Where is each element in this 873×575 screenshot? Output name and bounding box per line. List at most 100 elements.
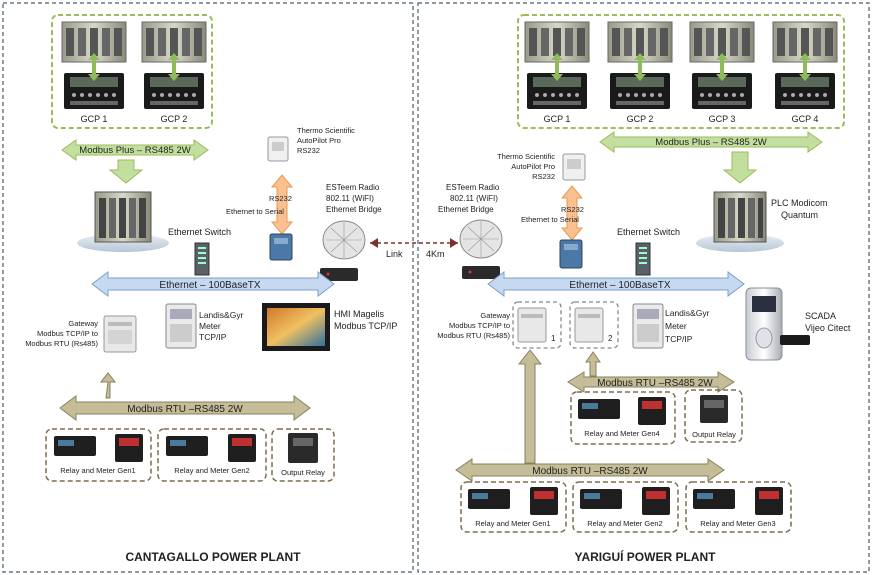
ethernet-bus-left: Ethernet – 100BaseTX bbox=[91, 271, 335, 297]
gateway-1-box-right bbox=[512, 301, 562, 349]
landis-label-right-1: Landis&Gyr bbox=[665, 308, 710, 318]
gcp-label-right-2: GCP 2 bbox=[627, 114, 654, 124]
eth-serial-label-right: Ethernet to Serial bbox=[521, 215, 579, 224]
relay-gen4-label-right: Relay and Meter Gen4 bbox=[584, 429, 659, 438]
thermo-label-right-2: AutoPilot Pro bbox=[511, 162, 555, 171]
radio-label-right-3: Ethernet Bridge bbox=[438, 205, 494, 214]
modbus-rtu-label-left: Modbus RTU –RS485 2W bbox=[127, 404, 243, 415]
output-relay-label-right: Output Relay bbox=[692, 430, 736, 439]
output-relay-label-left: Output Relay bbox=[281, 468, 325, 477]
landis-label-right-3: TCP/IP bbox=[665, 334, 693, 344]
radio-label-left-3: Ethernet Bridge bbox=[326, 205, 382, 214]
relay-gen1-label-right: Relay and Meter Gen1 bbox=[475, 519, 550, 528]
plc-rack-right bbox=[696, 191, 784, 252]
modbus-plus-label-left: Modbus Plus – RS485 2W bbox=[79, 145, 190, 156]
gcp-1-link-arrow bbox=[88, 53, 100, 81]
relay-gen2-box-right bbox=[572, 481, 679, 533]
gcp-3-device-right bbox=[689, 21, 755, 109]
gateway-label-left-1: Gateway bbox=[68, 319, 98, 328]
ethernet-label-right: Ethernet – 100BaseTX bbox=[569, 280, 671, 291]
ethernet-label-left: Ethernet – 100BaseTX bbox=[159, 280, 261, 291]
gateway-label-right-2: Modbus TCP/IP to bbox=[449, 321, 510, 330]
output-relay-box-left bbox=[271, 428, 335, 482]
ethernet-switch-left bbox=[194, 242, 210, 276]
radio-label-right-2: 802.11 (WiFI) bbox=[450, 194, 498, 203]
plc-rack-left bbox=[77, 191, 169, 252]
gateway-label-left-2: Modbus TCP/IP to bbox=[37, 329, 98, 338]
scada-workstation bbox=[745, 287, 810, 361]
gcp-2-link-arrow bbox=[168, 53, 180, 81]
thermo-autopilot-right bbox=[562, 153, 586, 181]
eth-serial-label-left: Ethernet to Serial bbox=[226, 207, 284, 216]
radio-label-left-1: ESTeem Radio bbox=[326, 183, 380, 192]
hmi-label-left-2: Modbus TCP/IP bbox=[334, 321, 397, 331]
thermo-label-right-3: RS232 bbox=[532, 172, 555, 181]
modbus-rtu-bus-right-lower: Modbus RTU –RS485 2W bbox=[455, 349, 725, 482]
landis-meter-left bbox=[165, 303, 197, 349]
relay-gen3-label-right: Relay and Meter Gen3 bbox=[700, 519, 775, 528]
plc-label-right-2: Quantum bbox=[781, 210, 818, 220]
thermo-autopilot-left bbox=[267, 136, 289, 162]
thermo-label-right-1: Thermo Scientific bbox=[497, 152, 555, 161]
gcp-label-right-3: GCP 3 bbox=[709, 114, 736, 124]
modbus-rtu-bus-left: Modbus RTU –RS485 2W bbox=[59, 372, 311, 421]
cantagallo-frame bbox=[2, 2, 414, 573]
modbus-plus-label-right: Modbus Plus – RS485 2W bbox=[655, 137, 766, 148]
distance-label: 4Km bbox=[426, 249, 445, 259]
gcp-1-device-right bbox=[524, 21, 590, 109]
gcp-2-device-right bbox=[607, 21, 673, 109]
modbus-rtu-bus-right-upper: Modbus RTU –RS485 2W bbox=[567, 351, 735, 393]
relay-gen1-label-left: Relay and Meter Gen1 bbox=[60, 466, 135, 475]
landis-label-left-3: TCP/IP bbox=[199, 332, 227, 342]
thermo-label-left-3: RS232 bbox=[297, 146, 320, 155]
ethernet-bus-right: Ethernet – 100BaseTX bbox=[487, 271, 745, 297]
gateway-label-right-3: Modbus RTU (Rs485) bbox=[437, 331, 510, 340]
relay-gen2-label-right: Relay and Meter Gen2 bbox=[587, 519, 662, 528]
hmi-label-left-1: HMI Magelis bbox=[334, 309, 385, 319]
relay-gen2-box-left bbox=[157, 428, 267, 482]
modbus-rtu-lower-label: Modbus RTU –RS485 2W bbox=[532, 466, 648, 477]
landis-label-right-2: Meter bbox=[665, 321, 687, 331]
gateway-num-2: 2 bbox=[608, 334, 613, 343]
rs232-label-right: RS232 bbox=[561, 205, 584, 214]
relay-gen1-box-left bbox=[45, 428, 152, 482]
thermo-label-left-1: Thermo Scientific bbox=[297, 126, 355, 135]
rs232-arrow-left bbox=[270, 174, 294, 235]
wireless-link bbox=[370, 238, 458, 248]
gcp-label-left-1: GCP 1 bbox=[81, 114, 108, 124]
gcp-label-right-4: GCP 4 bbox=[792, 114, 819, 124]
landis-label-left-2: Meter bbox=[199, 321, 221, 331]
esteem-radio-left bbox=[320, 220, 366, 281]
gcp-label-right-1: GCP 1 bbox=[544, 114, 571, 124]
gateway-label-right-1: Gateway bbox=[480, 311, 510, 320]
cantagallo-title: CANTAGALLO POWER PLANT bbox=[125, 550, 301, 564]
gcp-2-device bbox=[141, 21, 207, 109]
scada-label-2: Vijeo Citect bbox=[805, 323, 851, 333]
output-relay-box-right bbox=[684, 389, 743, 443]
serial-converter-right bbox=[559, 239, 583, 269]
gateway-label-left-3: Modbus RTU (Rs485) bbox=[25, 339, 98, 348]
gcp-label-left-2: GCP 2 bbox=[161, 114, 188, 124]
relay-gen1-box-right bbox=[460, 481, 567, 533]
modbus-rtu-upper-label: Modbus RTU –RS485 2W bbox=[597, 378, 713, 389]
thermo-label-left-2: AutoPilot Pro bbox=[297, 136, 341, 145]
relay-gen3-box-right bbox=[685, 481, 792, 533]
ethernet-switch-right bbox=[635, 242, 651, 276]
ethernet-switch-label-left: Ethernet Switch bbox=[168, 227, 231, 237]
scada-label-1: SCADA bbox=[805, 311, 836, 321]
radio-label-left-2: 802.11 (WiFI) bbox=[326, 194, 374, 203]
yarigui-frame bbox=[417, 2, 870, 573]
radio-label-right-1: ESTeem Radio bbox=[446, 183, 500, 192]
esteem-radio-right bbox=[459, 219, 503, 279]
gateway-device-left bbox=[103, 315, 137, 353]
landis-label-left-1: Landis&Gyr bbox=[199, 310, 244, 320]
ethernet-switch-label-right: Ethernet Switch bbox=[617, 227, 680, 237]
modbus-plus-bus-left: Modbus Plus – RS485 2W bbox=[61, 139, 209, 184]
link-label: Link bbox=[386, 249, 403, 259]
modbus-plus-bus-right: Modbus Plus – RS485 2W bbox=[599, 131, 823, 184]
relay-gen4-box-right bbox=[570, 391, 676, 445]
gateway-2-box-right bbox=[569, 301, 619, 349]
relay-gen2-label-left: Relay and Meter Gen2 bbox=[174, 466, 249, 475]
landis-meter-right bbox=[632, 303, 664, 349]
